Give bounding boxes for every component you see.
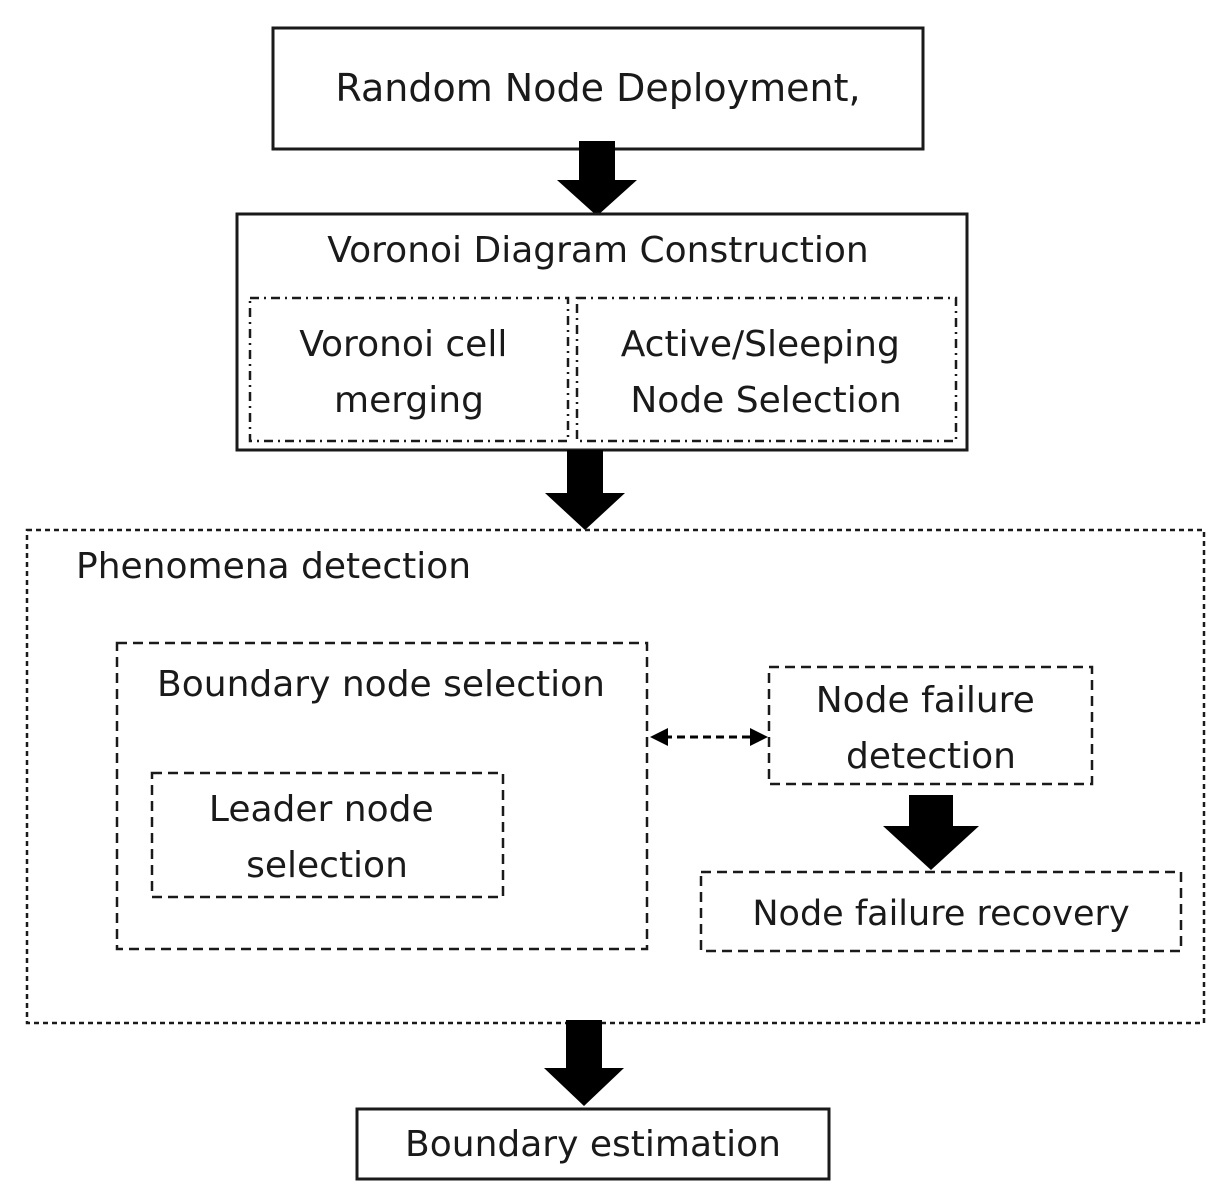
voronoi-construction-box (235, 212, 969, 452)
failure-recovery-box (699, 870, 1183, 953)
active-sleeping-line-1: Active/Sleeping (621, 324, 900, 365)
leader-selection-label: Leader node selection (209, 789, 445, 886)
failure-detection-box (767, 665, 1094, 786)
voronoi-merge-label: Voronoi cell merging (299, 324, 519, 421)
arrow-phenomena-to-estimation (544, 1020, 624, 1106)
boundary-estimation-label: Boundary estimation (405, 1124, 781, 1165)
failure-detection-line-1: Node failure (816, 680, 1035, 721)
phenomena-container (25, 528, 1206, 1025)
phenomena-label: Phenomena detection (76, 546, 471, 587)
arrow-voronoi-to-phenomena (545, 450, 625, 530)
leader-selection-box (150, 771, 505, 899)
boundary-estimation-box (355, 1107, 831, 1181)
random-deployment-box (271, 26, 925, 151)
arrow-detection-to-recovery (883, 795, 979, 870)
random-deployment-label: Random Node Deployment, (335, 66, 860, 110)
voronoi-construction-label: Voronoi Diagram Construction (327, 230, 868, 271)
leader-selection-line-1: Leader node (209, 789, 434, 830)
voronoi-merge-line-1: Voronoi cell (299, 324, 507, 365)
arrow-deployment-to-voronoi (557, 141, 637, 216)
boundary-selection-box (115, 641, 649, 951)
active-sleeping-box (575, 296, 958, 443)
failure-recovery-label: Node failure recovery (752, 894, 1129, 934)
bidirectional-arrowhead-left (650, 728, 668, 746)
boundary-selection-label: Boundary node selection (157, 664, 605, 705)
leader-selection-line-2: selection (246, 845, 408, 886)
voronoi-merge-line-2: merging (334, 380, 484, 421)
active-sleeping-line-2: Node Selection (630, 380, 901, 421)
failure-detection-line-2: detection (846, 736, 1016, 777)
failure-detection-label: Node failure detection (816, 680, 1047, 777)
active-sleeping-label: Active/Sleeping Node Selection (621, 324, 912, 421)
bidirectional-arrowhead-right (750, 728, 768, 746)
